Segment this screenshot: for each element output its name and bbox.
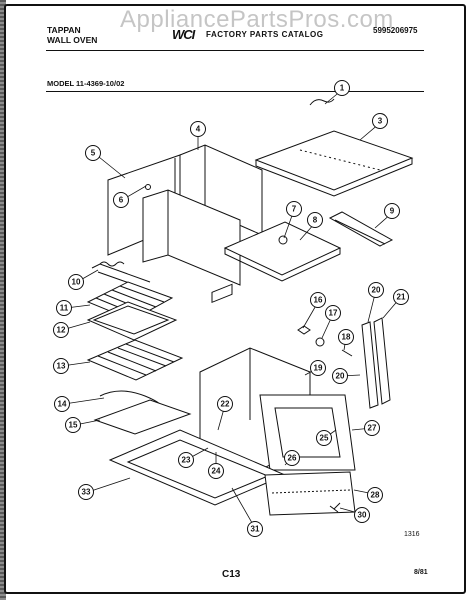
- svg-text:26: 26: [288, 454, 297, 463]
- callout-7: 30: [354, 507, 370, 523]
- svg-text:15: 15: [69, 421, 78, 430]
- svg-text:5: 5: [91, 149, 96, 158]
- lamp-bracket: [341, 349, 353, 357]
- callout-19: 14: [54, 396, 70, 412]
- svg-text:33: 33: [82, 488, 91, 497]
- svg-text:16: 16: [314, 296, 323, 305]
- svg-text:17: 17: [329, 309, 338, 318]
- callout-9: 7: [286, 201, 302, 217]
- svg-text:4: 4: [196, 125, 201, 134]
- callout-20-left: 15: [65, 417, 81, 433]
- callout-6: 18: [338, 329, 354, 345]
- bottom-panel: [223, 221, 342, 282]
- svg-text:20: 20: [372, 286, 381, 295]
- front-frame: [259, 394, 356, 471]
- callout-21: 22: [217, 396, 233, 412]
- page-code: C13: [222, 569, 241, 580]
- callout-33: 26: [284, 450, 300, 466]
- svg-text:10: 10: [72, 278, 81, 287]
- callout-16: 11: [56, 300, 72, 316]
- inner-side-wall: [142, 189, 241, 286]
- callout-22: 23: [178, 452, 194, 468]
- callout-25: 31: [247, 521, 263, 537]
- oven-rack-lower: [86, 339, 184, 381]
- catalog-title: FACTORY PARTS CATALOG: [206, 30, 324, 39]
- callout-18: 13: [53, 358, 69, 374]
- broiler-pan: [86, 301, 178, 341]
- svg-text:12: 12: [57, 326, 66, 335]
- svg-text:21: 21: [397, 293, 406, 302]
- callout-14: 6: [113, 192, 129, 208]
- callout-17: 12: [53, 322, 69, 338]
- callout-28: 20: [368, 282, 384, 298]
- header-rule: [46, 50, 424, 51]
- svg-text:25: 25: [320, 434, 329, 443]
- callout-11: 3: [372, 113, 388, 129]
- brand-name: TAPPAN: [47, 25, 81, 35]
- callout-3: 16: [310, 292, 326, 308]
- callout-13: 4: [190, 121, 206, 137]
- callout-5: 19: [310, 360, 326, 376]
- svg-text:18: 18: [342, 333, 351, 342]
- svg-text:22: 22: [221, 400, 230, 409]
- callout-23: 33: [78, 484, 94, 500]
- callout-10: 8: [307, 212, 323, 228]
- svg-text:13: 13: [57, 362, 66, 371]
- model-rule: [46, 91, 424, 92]
- lamp-socket: [297, 325, 311, 335]
- callout-27: 21: [393, 289, 409, 305]
- brand-block: TAPPAN WALL OVEN: [47, 25, 97, 45]
- callout-1: 24: [208, 463, 224, 479]
- callout-8: 27: [364, 420, 380, 436]
- svg-text:1: 1: [340, 84, 345, 93]
- svg-text:19: 19: [314, 364, 323, 373]
- wci-logo: WCI: [172, 27, 195, 42]
- callout-4: 17: [325, 305, 341, 321]
- catalog-number: 5995206975: [373, 26, 418, 35]
- product-type: WALL OVEN: [47, 35, 98, 45]
- svg-text:14: 14: [58, 400, 67, 409]
- svg-text:3: 3: [378, 117, 383, 126]
- svg-text:7: 7: [292, 205, 297, 214]
- callout-24: 25: [316, 430, 332, 446]
- side-trim-strips: [361, 317, 391, 409]
- svg-text:6: 6: [119, 196, 124, 205]
- diagram-reference-number: 1316: [404, 531, 420, 538]
- callout-15: 10: [68, 274, 84, 290]
- callout-30: 9: [384, 203, 400, 219]
- scan-edge: [0, 0, 6, 600]
- svg-text:23: 23: [182, 456, 191, 465]
- svg-text:11: 11: [60, 304, 69, 313]
- watermark: AppliancePartsPros.com: [120, 6, 394, 33]
- heat-shield: [93, 399, 192, 435]
- svg-text:27: 27: [368, 424, 377, 433]
- screw: [329, 502, 341, 513]
- page-frame: [4, 4, 466, 594]
- channel-strip: [328, 211, 394, 247]
- callout-12: 1: [334, 80, 350, 96]
- svg-text:30: 30: [358, 511, 367, 520]
- model-number: MODEL 11-4369-10/02: [47, 79, 125, 88]
- svg-text:20: 20: [336, 372, 345, 381]
- issue-date: 8/81: [414, 569, 428, 576]
- top-panel: [254, 130, 414, 197]
- svg-text:28: 28: [371, 491, 380, 500]
- svg-text:8: 8: [313, 216, 318, 225]
- callout-26: 20: [332, 368, 348, 384]
- svg-text:9: 9: [390, 207, 395, 216]
- svg-text:24: 24: [212, 467, 221, 476]
- callout-20-right: 28: [367, 487, 383, 503]
- bake-element: [99, 390, 161, 405]
- lamp-lens: [315, 337, 325, 347]
- callout-31: 5: [85, 145, 101, 161]
- wire-clip: [309, 98, 335, 106]
- svg-text:31: 31: [251, 525, 260, 534]
